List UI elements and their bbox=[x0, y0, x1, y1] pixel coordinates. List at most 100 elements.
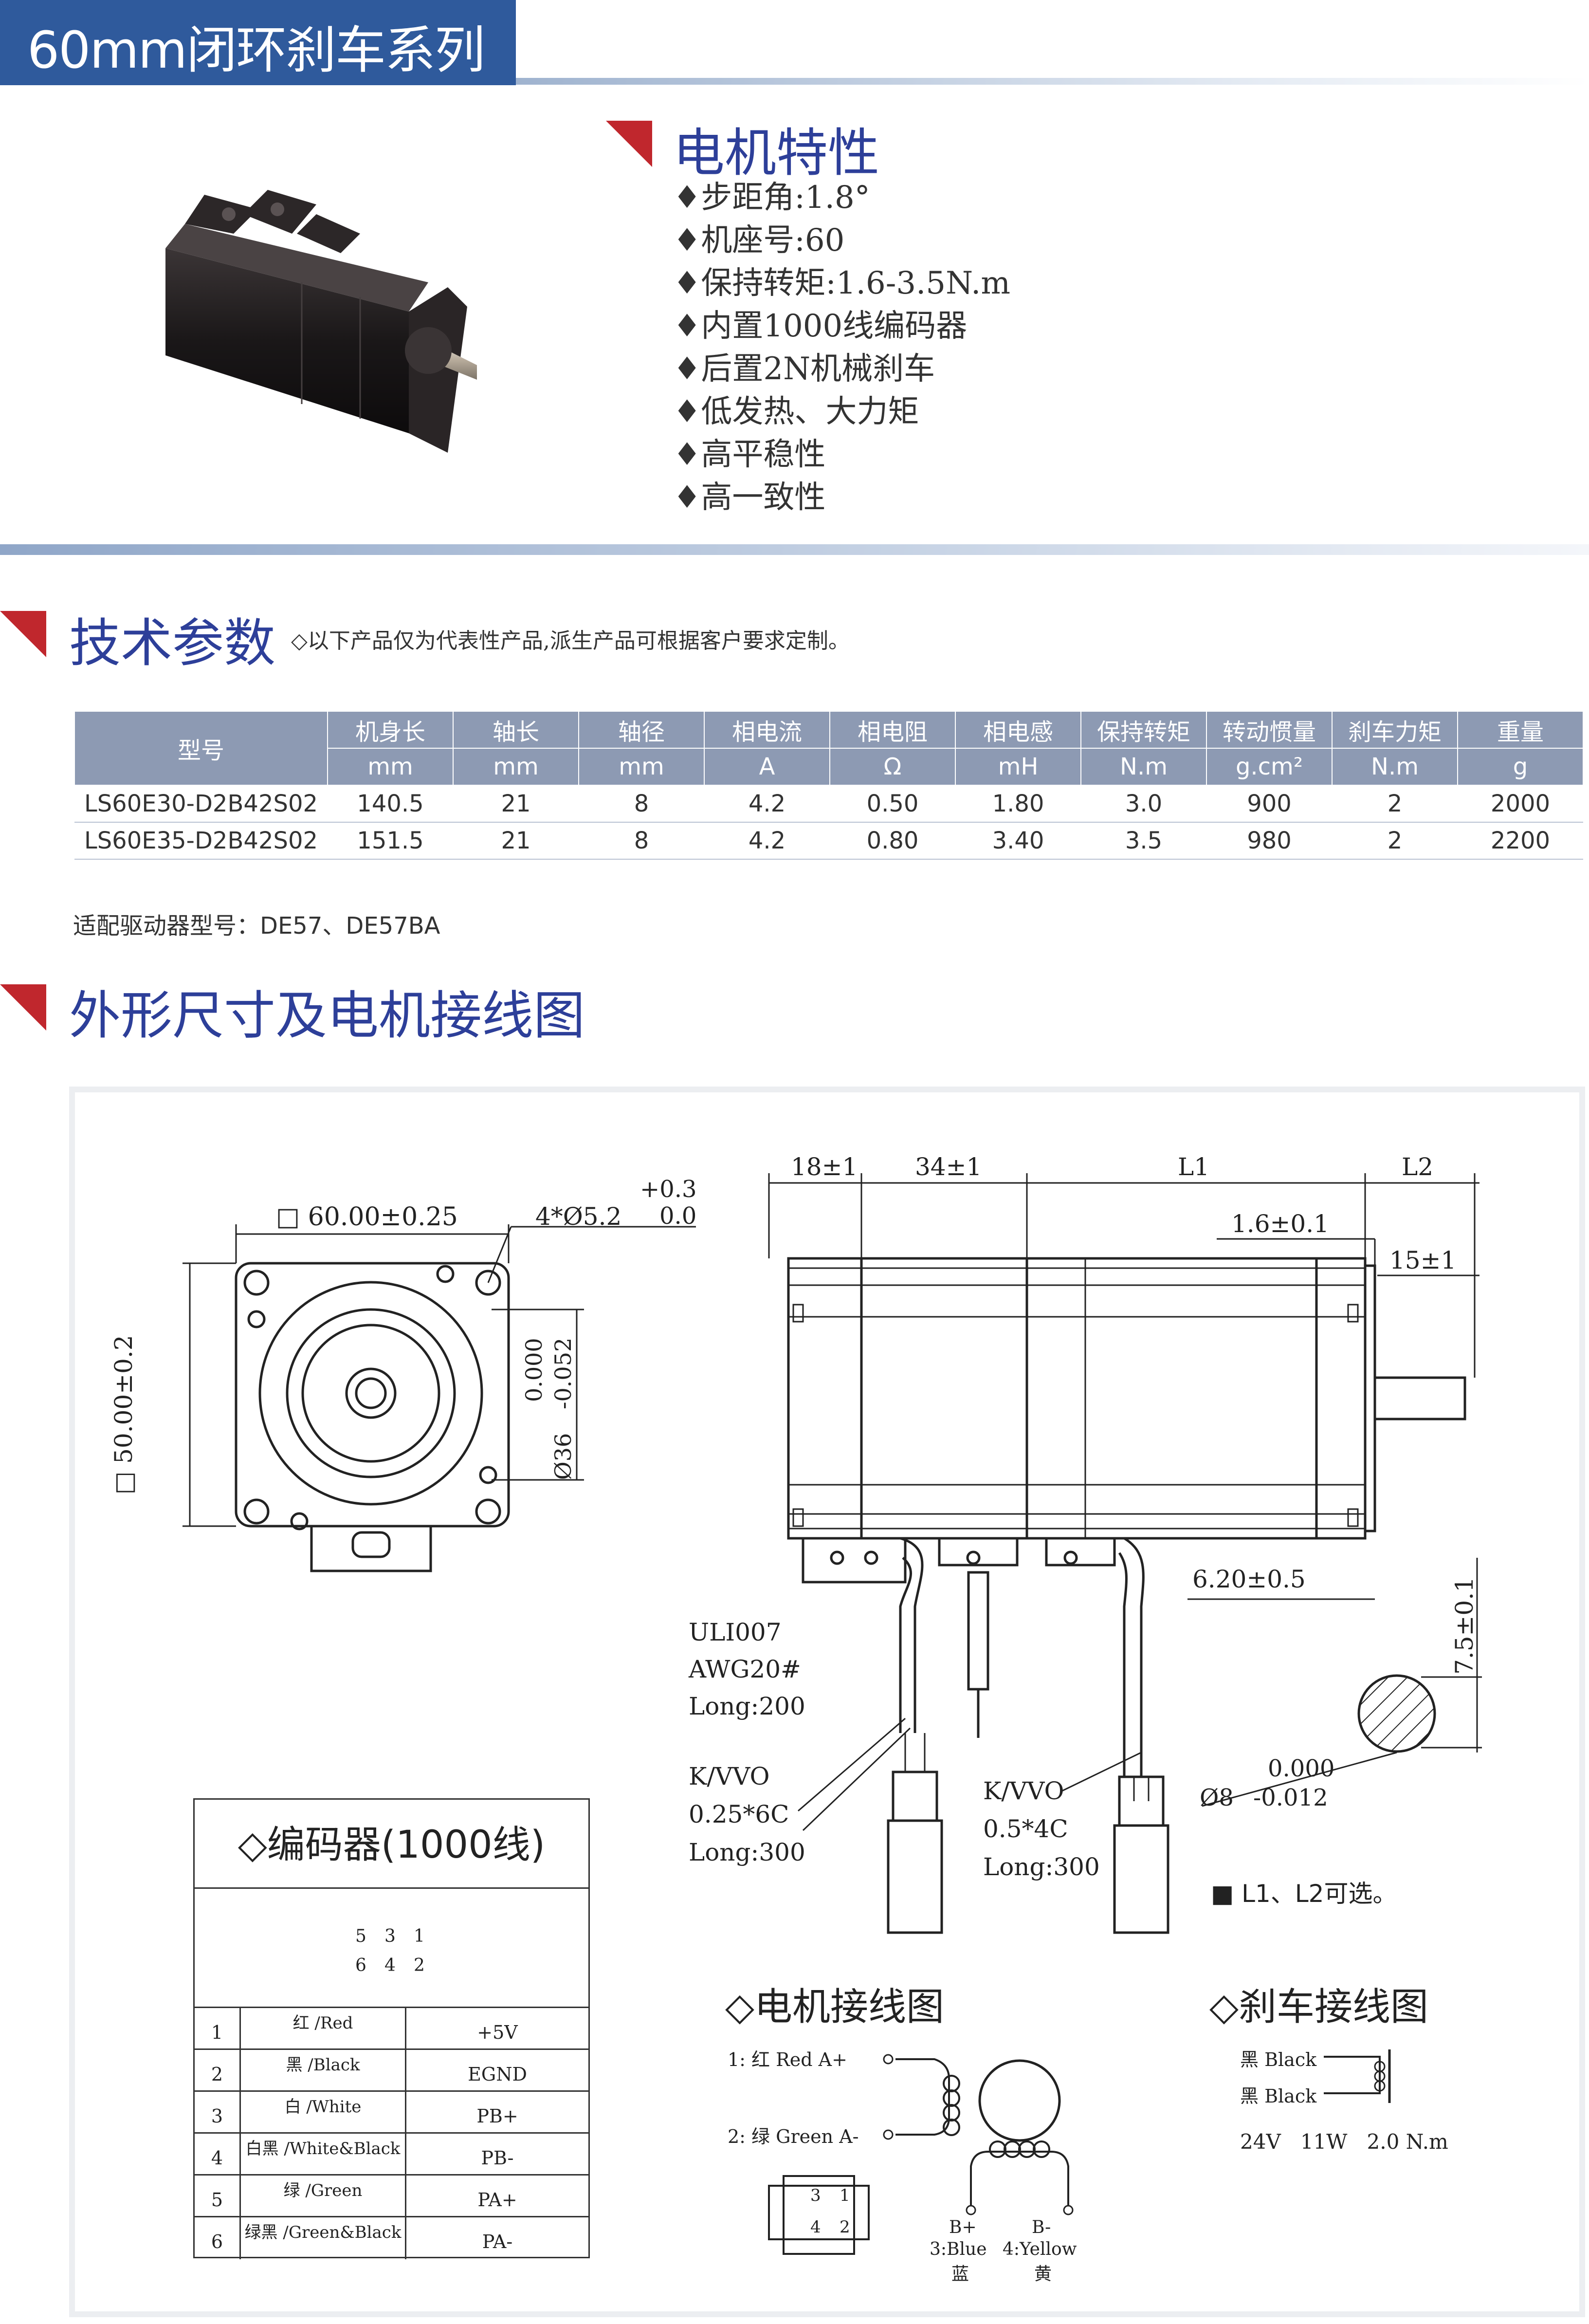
dim-holes: 4*Ø5.2 bbox=[535, 1202, 622, 1231]
feature-item: ♦保持转矩:1.6-3.5N.m bbox=[673, 265, 1011, 301]
encoder-signal: PA+ bbox=[477, 2189, 517, 2211]
dim-boss: Ø36 bbox=[550, 1433, 576, 1480]
spec-cell: 2 bbox=[1332, 785, 1458, 823]
spec-cell: 8 bbox=[579, 822, 704, 860]
encoder-pin: 6 bbox=[195, 2217, 241, 2259]
motor-wiring-bminus: B- bbox=[1032, 2217, 1051, 2237]
dim-side-d7: 6.20±0.5 bbox=[1192, 1565, 1306, 1593]
spec-col-unit: mm bbox=[578, 748, 705, 786]
cable2-line: Long:300 bbox=[689, 1838, 805, 1866]
spec-col-name: 重量 bbox=[1457, 711, 1584, 749]
cable1-line: Long:200 bbox=[689, 1692, 805, 1720]
spec-model-header: 型号 bbox=[74, 711, 328, 786]
motor-wiring-diagram bbox=[768, 2054, 1074, 2255]
cable2-line: 0.25*6C bbox=[689, 1800, 789, 1828]
motor-wiring-yellow: 黄 bbox=[1034, 2264, 1052, 2284]
cable1-line: AWG20# bbox=[689, 1655, 801, 1683]
spec-table: 型号 机身长 轴长 轴径 相电流 相电阻 相电感 保持转矩 转动惯量 刹车力矩 … bbox=[74, 711, 1584, 860]
spec-col-name: 转动惯量 bbox=[1206, 711, 1333, 749]
spec-col-name: 相电感 bbox=[955, 711, 1081, 749]
spec-cell: 140.5 bbox=[328, 785, 453, 823]
dim-front-square: □ 60.00±0.25 bbox=[276, 1202, 458, 1232]
feature-item: ♦后置2N机械刹车 bbox=[673, 351, 935, 387]
spec-cell: 151.5 bbox=[328, 822, 453, 860]
spec-cell: 1.80 bbox=[955, 785, 1081, 823]
spec-header-row: 型号 机身长 轴长 轴径 相电流 相电阻 相电感 保持转矩 转动惯量 刹车力矩 … bbox=[74, 711, 1584, 786]
encoder-title: ◇编码器(1000线) bbox=[237, 1823, 546, 1867]
page-title: 60mm闭环刹车系列 bbox=[27, 20, 485, 80]
spec-col-name: 轴径 bbox=[578, 711, 705, 749]
spec-cell: 2000 bbox=[1458, 785, 1583, 823]
dim-shaft: Ø8 bbox=[1200, 1784, 1234, 1811]
brake-wire1: 黑 Black bbox=[1240, 2049, 1317, 2070]
encoder-signal: EGND bbox=[468, 2064, 527, 2085]
encoder-wire: 黑 /Black bbox=[241, 2050, 406, 2092]
spec-cell: 21 bbox=[453, 822, 579, 860]
cable3-spec: K/VVO 0.5*4C Long:300 bbox=[983, 1772, 1100, 1886]
cable2-line: K/VVO bbox=[689, 1762, 770, 1790]
spec-cell: 2200 bbox=[1458, 822, 1583, 860]
cable3-line: K/VVO bbox=[983, 1777, 1064, 1805]
spec-cell: 3.5 bbox=[1081, 822, 1206, 860]
encoder-wire: 红 /Red bbox=[241, 2008, 406, 2050]
spec-cell: LS60E35-D2B42S02 bbox=[74, 822, 328, 860]
encoder-pin-label: 3 bbox=[384, 1926, 396, 1946]
tech-params-note: ◇以下产品仅为代表性产品,派生产品可根据客户要求定制。 bbox=[291, 628, 850, 653]
feature-item: ♦内置1000线编码器 bbox=[673, 308, 968, 344]
table-row: 1 红 /Red +5V bbox=[195, 2007, 588, 2050]
table-row: 2 黑 /Black EGND bbox=[195, 2048, 588, 2092]
cable2-spec: K/VVO 0.25*6C Long:300 bbox=[689, 1757, 805, 1871]
front-view bbox=[183, 1224, 696, 1572]
dim-side-d5: 1.6±0.1 bbox=[1231, 1210, 1329, 1238]
brake-wire2: 黑 Black bbox=[1240, 2085, 1317, 2107]
table-row: 4 白黑 /White&Black PB- bbox=[195, 2132, 588, 2176]
brake-wiring-title: ◇刹车接线图 bbox=[1209, 1985, 1428, 2029]
features-list: ♦步距角:1.8° ♦机座号:60 ♦保持转矩:1.6-3.5N.m ♦内置10… bbox=[673, 176, 1010, 519]
dim-front-height: □ 50.00±0.2 bbox=[110, 1335, 138, 1494]
encoder-title-divider bbox=[195, 1887, 588, 1889]
motor-wiring-pin3: 3:Blue bbox=[930, 2239, 987, 2259]
cable1-spec: ULI007 AWG20# Long:200 bbox=[689, 1614, 805, 1725]
dim-side-d1: 18±1 bbox=[791, 1153, 858, 1181]
motor-wiring-title: ◇电机接线图 bbox=[725, 1985, 944, 2029]
dimensions-title: 外形尺寸及电机接线图 bbox=[69, 986, 585, 1046]
motor-wiring-line1: 1: 红 Red A+ bbox=[728, 2049, 847, 2070]
cable3-line: 0.5*4C bbox=[983, 1815, 1068, 1843]
encoder-pin-label: 4 bbox=[384, 1955, 396, 1975]
dim-side-l2: L2 bbox=[1402, 1153, 1434, 1181]
dim-hole-tol-plus: +0.3 bbox=[640, 1176, 697, 1203]
motor-wiring-blue: 蓝 bbox=[951, 2264, 969, 2284]
feature-item: ♦高一致性 bbox=[673, 480, 826, 516]
spec-cell: 900 bbox=[1206, 785, 1332, 823]
encoder-wire: 绿黑 /Green&Black bbox=[241, 2217, 406, 2259]
motor-photo bbox=[165, 190, 477, 453]
spec-unit-row: mm mm mm A Ω mH N.m g.cm² N.m g bbox=[74, 748, 1584, 786]
spec-cell: LS60E30-D2B42S02 bbox=[74, 785, 328, 823]
spec-cell: 4.2 bbox=[704, 822, 830, 860]
brake-spec: 24V 11W 2.0 N.m bbox=[1240, 2130, 1448, 2154]
motor-wiring-bplus: B+ bbox=[949, 2217, 977, 2237]
spec-cell: 0.80 bbox=[830, 822, 955, 860]
encoder-pin: 3 bbox=[195, 2092, 241, 2134]
section-divider bbox=[0, 544, 1589, 555]
spec-col-unit: g.cm² bbox=[1206, 748, 1333, 786]
spec-col-unit: mm bbox=[327, 748, 454, 786]
encoder-pin-label: 5 bbox=[355, 1926, 366, 1946]
encoder-wire: 绿 /Green bbox=[241, 2176, 406, 2217]
spec-col-name: 轴长 bbox=[453, 711, 579, 749]
brake-wiring-diagram bbox=[1324, 2049, 1391, 2103]
feature-item: ♦高平稳性 bbox=[673, 437, 826, 473]
encoder-pin: 2 bbox=[195, 2050, 241, 2092]
spec-col-unit: Ω bbox=[829, 748, 956, 786]
section-marker-icon bbox=[606, 121, 652, 167]
table-row: LS60E35-D2B42S02 151.5 21 8 4.2 0.80 3.4… bbox=[74, 822, 1583, 860]
encoder-table: ◇编码器(1000线) 5 3 1 6 4 2 1 红 /Red +5V 2 黑… bbox=[193, 1798, 590, 2259]
spec-col-name: 机身长 bbox=[327, 711, 454, 749]
motor-pin-label: 2 bbox=[840, 2217, 850, 2237]
dim-side-d2: 34±1 bbox=[915, 1153, 982, 1181]
spec-col-unit: N.m bbox=[1080, 748, 1207, 786]
feature-item: ♦低发热、大力矩 bbox=[673, 394, 919, 430]
spec-col-name: 相电阻 bbox=[829, 711, 956, 749]
encoder-pin: 1 bbox=[195, 2008, 241, 2050]
